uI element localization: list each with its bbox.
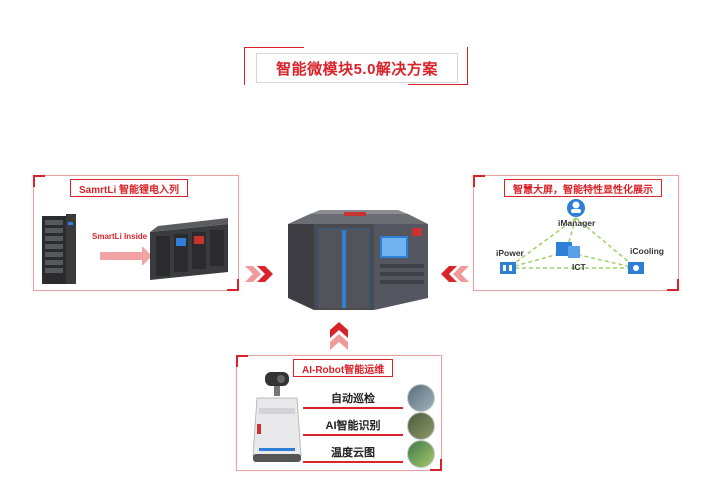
- smartli-tag-label: SamrtLi 智能锂电入列: [79, 184, 180, 196]
- ai-robot-panel: AI-Robot智能运维 自动巡检 AI智能识别 温度云图: [236, 355, 442, 471]
- recognition-thumbnail: [407, 412, 435, 440]
- smartli-illustration: [42, 214, 228, 284]
- ai-robot-tag-label: AI-Robot智能运维: [302, 364, 385, 376]
- dashboard-tag: 智慧大屏，智能特性显性化展示: [504, 179, 662, 197]
- node-imanager: iManager: [558, 218, 596, 228]
- temperature-thumbnail: [407, 440, 435, 468]
- smartli-panel: SamrtLi 智能锂电入列 SmartLi Inside: [33, 175, 239, 291]
- dashboard-diagram: [500, 199, 644, 274]
- title-box: 智能微模块5.0解决方案: [256, 53, 458, 83]
- left-chevron-arrow-icon: [245, 266, 273, 282]
- dashboard-panel: 智慧大屏，智能特性显性化展示 iManager iPower iCooling …: [473, 175, 679, 291]
- robot-illustration: [252, 372, 302, 462]
- dashboard-tag-label: 智慧大屏，智能特性显性化展示: [513, 184, 653, 196]
- node-icooling: iCooling: [630, 246, 664, 256]
- right-chevron-arrow-icon: [441, 266, 469, 282]
- node-ipower: iPower: [496, 248, 524, 258]
- smartli-tag: SamrtLi 智能锂电入列: [70, 179, 189, 197]
- ai-item-auto-inspection: 自动巡检: [303, 388, 403, 409]
- up-chevron-arrow-icon: [330, 322, 348, 350]
- page-title: 智能微模块5.0解决方案: [276, 60, 438, 78]
- ai-robot-tag: AI-Robot智能运维: [293, 359, 394, 377]
- title-frame: 智能微模块5.0解决方案: [244, 47, 468, 85]
- node-ict: ICT: [572, 262, 586, 272]
- ai-item-temperature-map: 温度云图: [303, 442, 403, 463]
- micro-module-illustration: [288, 210, 428, 310]
- smartli-inside-label: SmartLi Inside: [92, 232, 148, 241]
- ai-item-ai-recognition: AI智能识别: [303, 415, 403, 436]
- inspection-thumbnail: [407, 384, 435, 412]
